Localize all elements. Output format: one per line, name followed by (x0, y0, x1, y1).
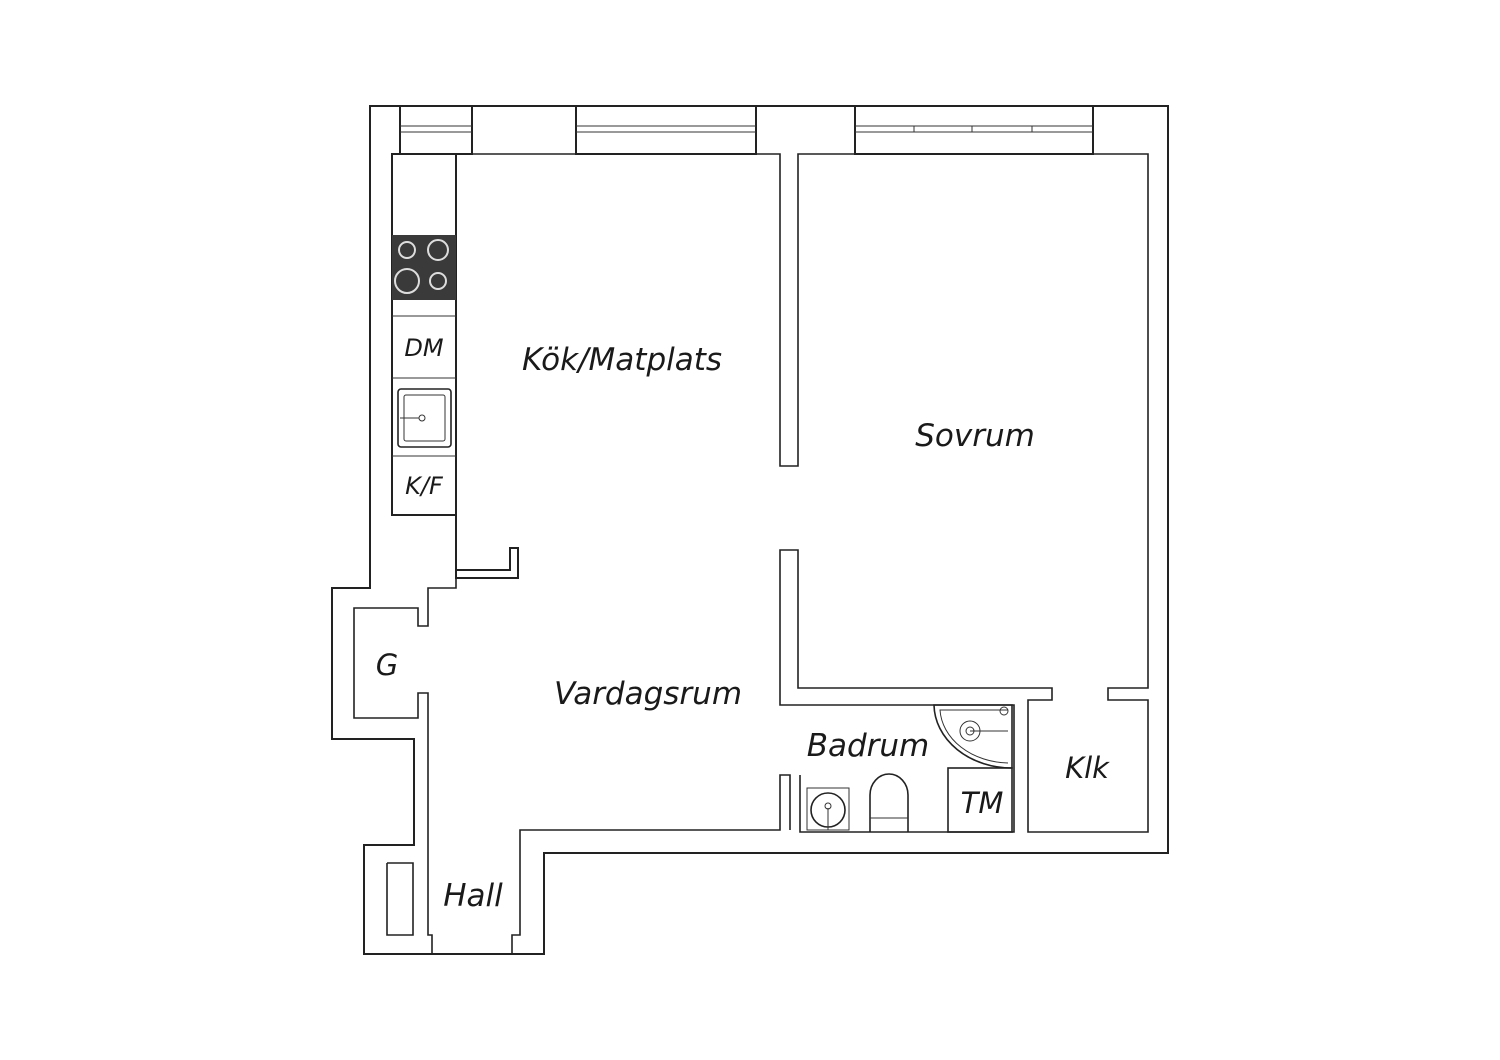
room-labels: Kök/Matplats Sovrum Vardagsrum Badrum Ha… (376, 334, 1110, 914)
kitchen-label: Kök/Matplats (522, 342, 722, 378)
toilet-icon (869, 773, 909, 832)
closet-label: Klk (1065, 751, 1110, 785)
shower-icon (933, 704, 1013, 769)
hall-label: Hall (443, 878, 503, 914)
living-room-label: Vardagsrum (554, 676, 742, 712)
bathroom-label: Badrum (807, 728, 930, 764)
stove-burner-icon (429, 272, 447, 290)
kitchen-counter (391, 153, 457, 516)
stove-burner-icon (427, 239, 449, 261)
washbasin-icon (806, 787, 850, 831)
washing-machine-label: TM (961, 786, 1004, 820)
fridge-freezer-label: K/F (405, 472, 444, 500)
bedroom-label: Sovrum (915, 418, 1035, 454)
stove-burner-icon (394, 268, 420, 294)
outer-wall (331, 105, 1169, 955)
bathroom-fixtures (806, 704, 1013, 833)
wardrobe-label: G (376, 648, 398, 682)
sink-icon (397, 388, 452, 448)
washing-machine-icon (947, 767, 1013, 833)
stove-burner-icon (398, 241, 416, 259)
stove-icon (392, 235, 456, 300)
dishwasher-label: DM (404, 334, 443, 362)
